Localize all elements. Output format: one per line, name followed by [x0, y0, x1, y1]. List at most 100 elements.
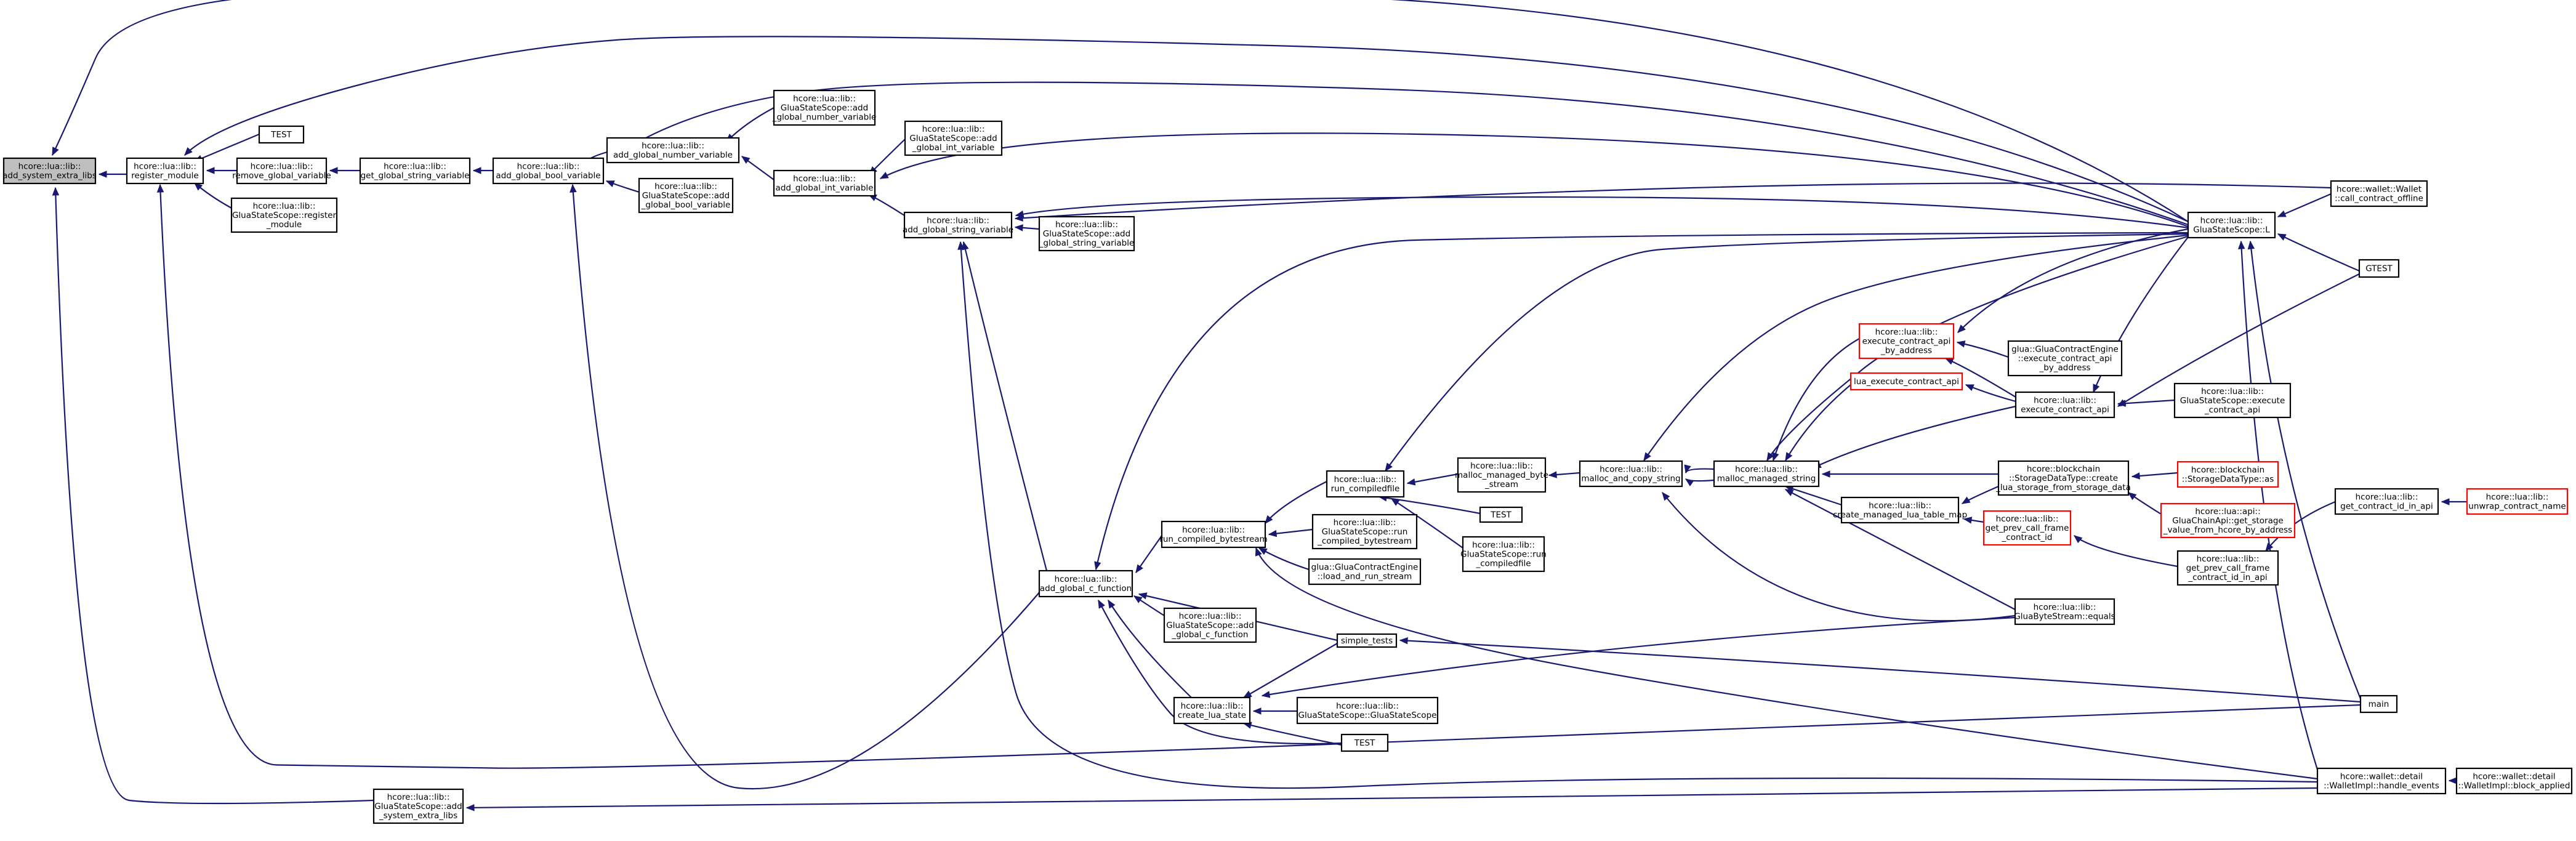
call-edge-n31-n29 [1785, 384, 1851, 462]
node-label: create_managed_lua_table_map [1833, 510, 1967, 520]
graph-node[interactable]: hcore::lua::lib::GluaStateScope::add_glo… [1038, 215, 1135, 252]
node-label: hcore::lua::lib:: [1179, 611, 1242, 621]
arrowhead-icon [184, 147, 193, 156]
call-edge-n40-n36 [2073, 535, 2178, 568]
graph-node[interactable]: hcore::lua::lib::execute_contract_api_by… [1858, 323, 1955, 360]
node-box [606, 137, 740, 164]
node-box [2173, 382, 2292, 419]
arrowhead-icon [1684, 464, 1691, 474]
graph-node[interactable]: hcore::lua::api::GluaChainApi::get_stora… [2160, 502, 2296, 539]
call-edge-n34-n29 [1784, 485, 1842, 506]
node-label: lua_execute_contract_api [1854, 377, 1959, 387]
call-edge-n41-n30 [1957, 228, 2189, 333]
graph-node[interactable]: hcore::lua::lib::get_prev_call_frame_con… [2176, 550, 2279, 586]
graph-node[interactable]: TEST [1340, 733, 1389, 752]
graph-node[interactable]: hcore::lua::lib::add_system_extra_libs [2, 157, 97, 185]
call-edge-n33-n29 [1812, 405, 2016, 469]
graph-node[interactable]: hcore::lua::lib::add_global_c_function [1038, 569, 1133, 598]
graph-node[interactable]: hcore::lua::lib::GluaStateScope::add_glo… [772, 89, 877, 126]
call-edge-n14-n13 [1014, 224, 1040, 231]
node-label: hcore::lua::lib:: [1334, 475, 1397, 485]
graph-node[interactable]: GTEST [2358, 259, 2400, 278]
graph-node[interactable]: glua::GluaContractEngine::execute_contra… [2007, 340, 2123, 377]
graph-node[interactable]: hcore::wallet::Wallet::call_contract_off… [2330, 180, 2428, 207]
node-box [2330, 180, 2428, 207]
graph-node[interactable]: hcore::lua::lib::GluaStateScope::GluaSta… [1296, 696, 1439, 725]
graph-node[interactable]: hcore::lua::lib::unwrap_contract_name [2466, 488, 2569, 515]
call-edge-n22-n15 [1108, 599, 1192, 698]
call-edge-n41-n13 [1015, 196, 2189, 229]
arrowhead-icon [472, 167, 481, 174]
graph-node[interactable]: hcore::lua::lib::add_global_number_varia… [606, 137, 740, 164]
graph-node[interactable]: glua::GluaContractEngine::load_and_run_s… [1308, 558, 1422, 585]
edge-line [1643, 234, 2189, 461]
graph-node[interactable]: hcore::lua::lib::create_managed_lua_tabl… [1833, 496, 1967, 524]
arrowhead-icon [879, 172, 889, 179]
graph-node[interactable]: hcore::lua::lib::remove_global_variable [232, 157, 331, 185]
node-label: ::StorageDataType::as [2182, 475, 2274, 485]
graph-node[interactable]: hcore::wallet::detail::WalletImpl::block… [2455, 767, 2573, 795]
graph-node[interactable]: main [2359, 694, 2398, 714]
node-box [1038, 215, 1135, 252]
graph-node[interactable]: hcore::wallet::detail::WalletImpl::handl… [2316, 767, 2447, 795]
edge-line [1015, 196, 2189, 229]
node-label: _global_c_function [1172, 630, 1249, 640]
node-box [258, 125, 305, 144]
arrowhead-icon [1135, 564, 1143, 574]
graph-node[interactable]: hcore::lua::lib::GluaStateScope::execute… [2173, 382, 2292, 419]
node-label: TEST [1354, 738, 1375, 748]
graph-node[interactable]: hcore::lua::lib::GluaStateScope::add_sys… [372, 788, 464, 824]
node-label: _by_address [1880, 346, 1932, 356]
node-box [638, 177, 734, 214]
node-box [2, 157, 97, 185]
graph-node[interactable]: hcore::lua::lib::execute_contract_api [2015, 391, 2115, 419]
graph-node[interactable]: hcore::blockchain::StorageDataType::as [2176, 461, 2279, 488]
graph-node[interactable]: simple_tests [1336, 633, 1398, 648]
graph-node[interactable]: hcore::lua::lib::GluaStateScope::registe… [230, 197, 338, 233]
arrowhead-icon [2277, 233, 2287, 241]
node-label: malloc_and_copy_string [1581, 474, 1680, 484]
node-box [1173, 696, 1251, 725]
graph-node[interactable]: hcore::lua::lib::GluaStateScope::L [2187, 211, 2276, 239]
graph-node[interactable]: hcore::lua::lib::register_module [126, 157, 204, 185]
node-box [1326, 470, 1405, 498]
node-box [2455, 767, 2573, 795]
graph-node[interactable]: hcore::lua::lib::add_global_int_variable [773, 169, 876, 197]
arrowhead-icon [1956, 340, 1966, 348]
edge-line [1785, 384, 1851, 461]
edge-line [571, 184, 1041, 790]
graph-node[interactable]: hcore::blockchain::StorageDataType::crea… [1995, 460, 2131, 496]
node-box [1340, 733, 1389, 752]
graph-node[interactable]: hcore::lua::lib::GluaStateScope::run_com… [1460, 536, 1547, 573]
graph-node[interactable]: TEST [258, 125, 305, 144]
arrowhead-icon [1944, 358, 1954, 365]
arrowhead-icon [465, 804, 475, 811]
call-edge-n11-n8 [741, 156, 775, 180]
graph-node[interactable]: hcore::lua::lib::GluaStateScope::add_glo… [904, 120, 1003, 156]
graph-node[interactable]: lua_execute_contract_api [1849, 372, 1963, 391]
graph-node[interactable]: hcore::lua::lib::GluaStateScope::add_glo… [638, 177, 734, 214]
edge-line [1813, 405, 2016, 469]
graph-node[interactable]: hcore::lua::lib::GluaStateScope::add_glo… [1163, 607, 1257, 643]
graph-node[interactable]: hcore::lua::lib::create_lua_state [1173, 696, 1251, 725]
node-box [1713, 460, 1820, 488]
node-label: _compiledfile [1475, 559, 1531, 569]
node-label: _lua_storage_from_storage_data [1995, 483, 2131, 493]
graph-node[interactable]: hcore::lua::lib::GluaStateScope::run_com… [1311, 513, 1418, 550]
graph-node[interactable]: hcore::lua::lib::run_compiled_bytestream [1159, 520, 1268, 549]
node-label: hcore::wallet::detail [2340, 772, 2423, 782]
graph-node[interactable]: hcore::lua::lib::malloc_managed_byte_str… [1455, 457, 1548, 493]
graph-node[interactable]: hcore::lua::lib::GluaByteStream::equals [2014, 598, 2115, 626]
graph-node[interactable]: hcore::lua::lib::add_global_bool_variabl… [492, 157, 605, 185]
node-label: add_global_bool_variable [496, 171, 600, 181]
graph-node[interactable]: hcore::lua::lib::get_prev_call_frame_con… [1982, 510, 2072, 546]
graph-node[interactable]: hcore::lua::lib::get_contract_id_in_api [2334, 488, 2439, 515]
graph-node[interactable]: hcore::lua::lib::run_compiledfile [1326, 470, 1405, 498]
graph-node[interactable]: TEST [1479, 506, 1523, 523]
node-box [1982, 510, 2072, 546]
graph-node[interactable]: hcore::lua::lib::malloc_managed_string [1713, 460, 1820, 488]
graph-node[interactable]: hcore::lua::lib::get_global_string_varia… [359, 157, 471, 185]
graph-node[interactable]: hcore::lua::lib::malloc_and_copy_string [1579, 460, 1683, 488]
node-box [2176, 550, 2279, 586]
graph-node[interactable]: hcore::lua::lib::add_global_string_varia… [903, 211, 1013, 239]
